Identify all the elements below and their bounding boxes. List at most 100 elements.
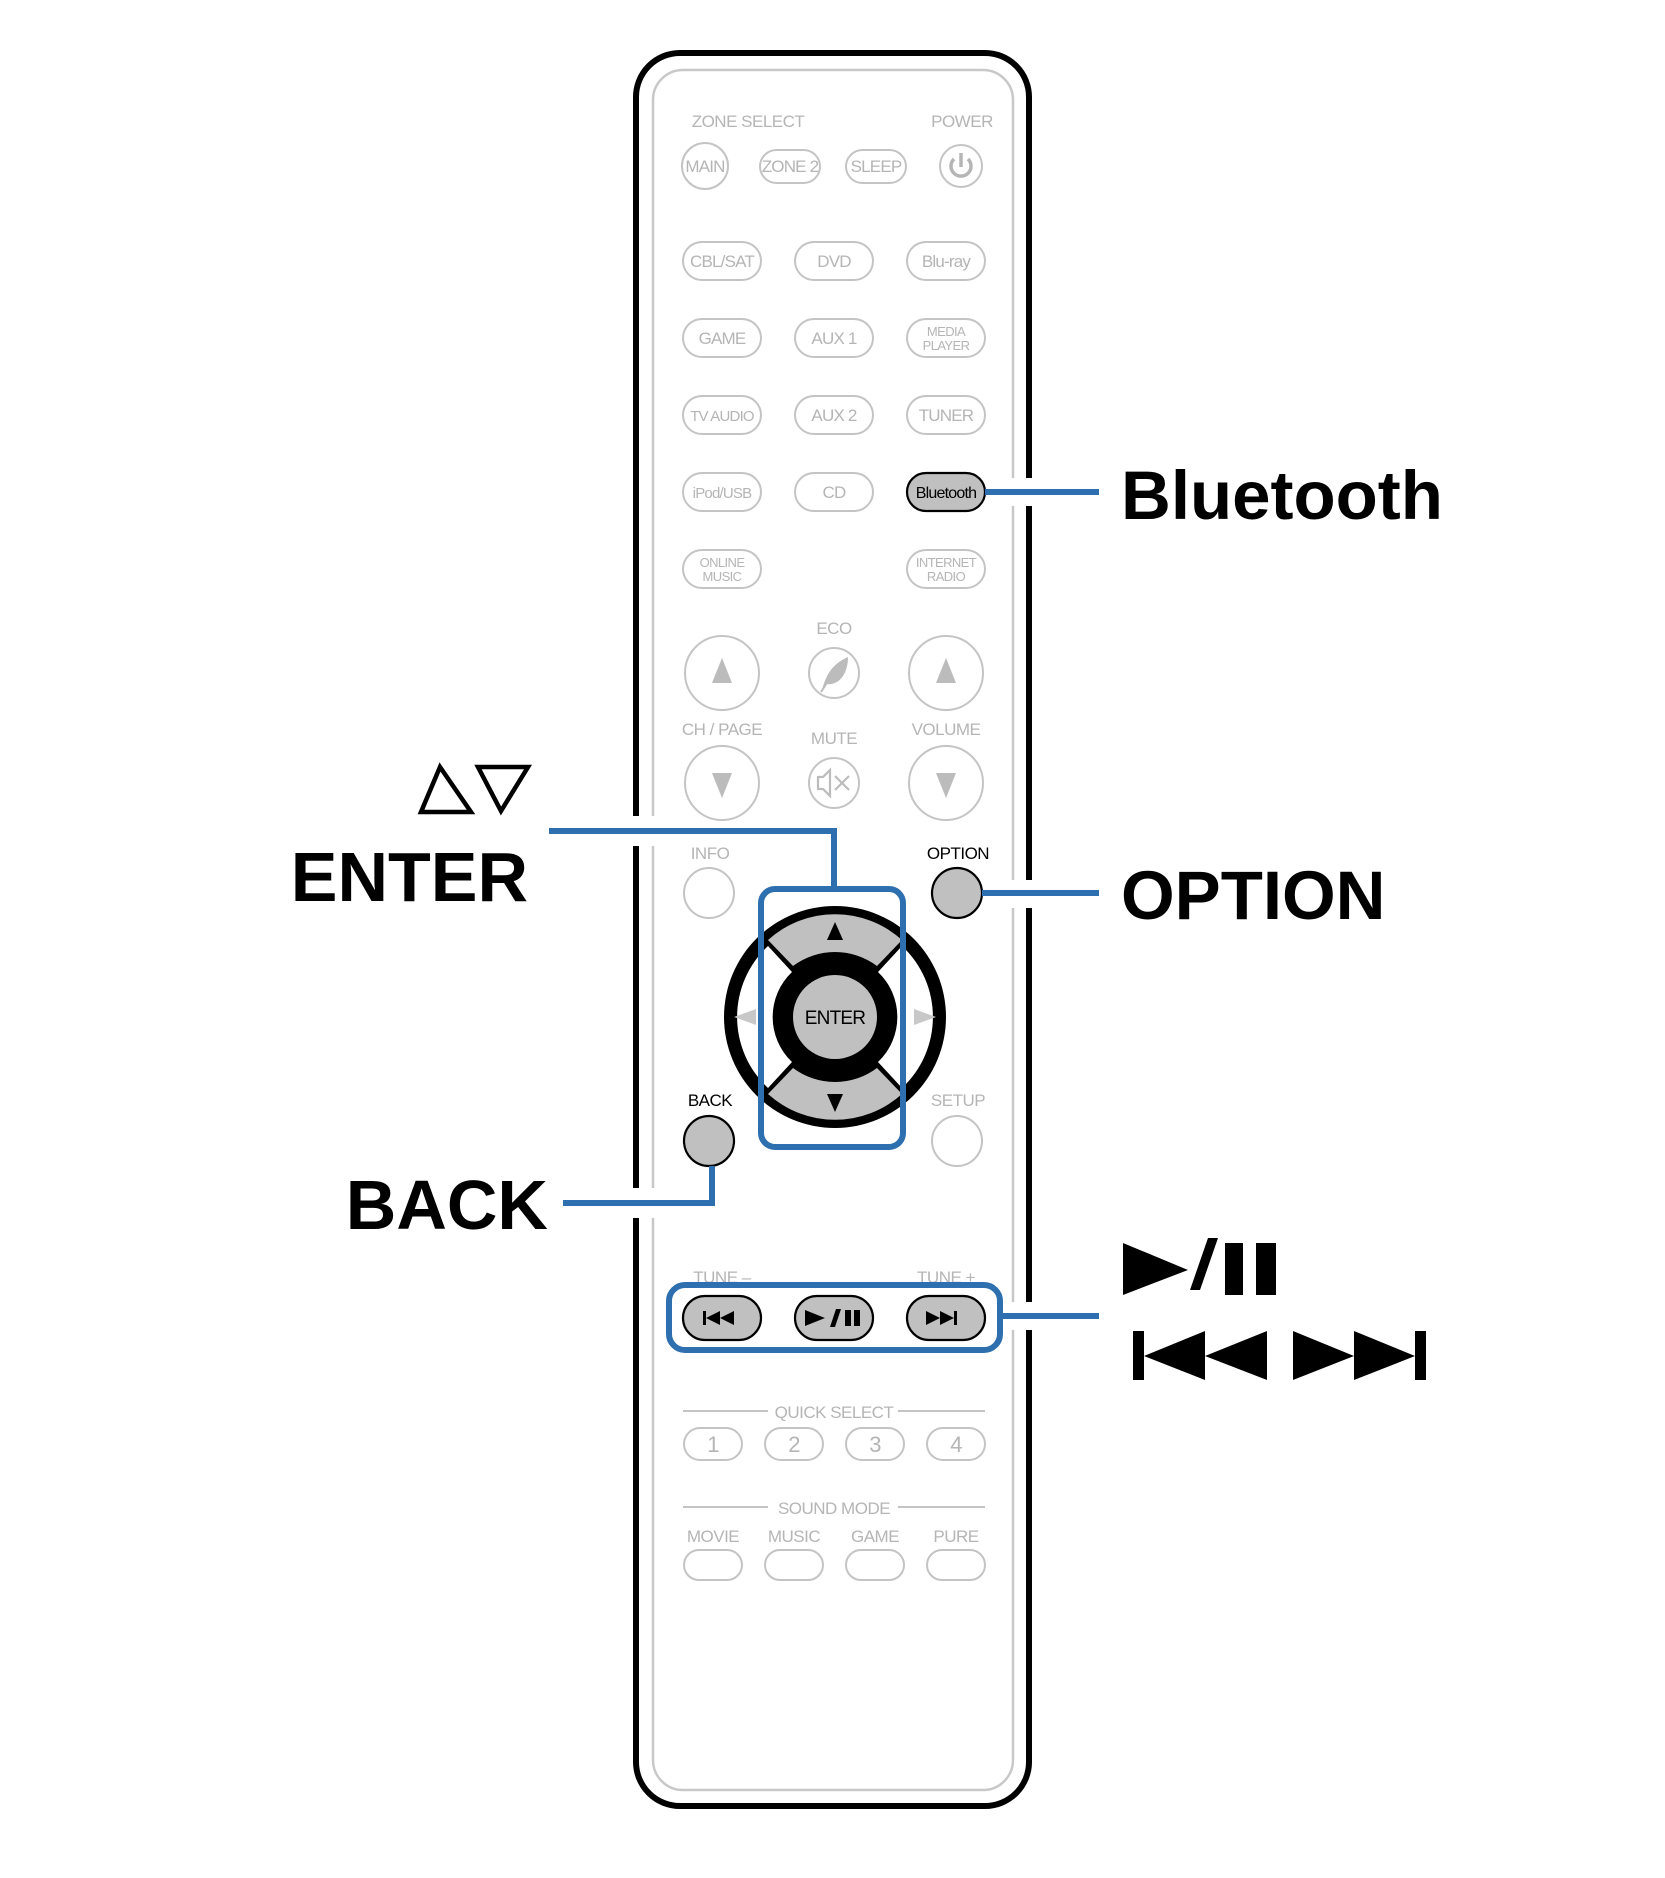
sleep-button[interactable]: SLEEP (845, 149, 907, 184)
sound-mode-movie-button[interactable] (683, 1549, 743, 1581)
option-button[interactable] (930, 866, 984, 920)
cd-button[interactable]: CD (794, 472, 874, 512)
button-label: TUNER (919, 406, 974, 425)
power-button[interactable] (939, 144, 983, 188)
aux-1-button[interactable]: AUX 1 (794, 318, 874, 358)
ipod-usb-button[interactable]: iPod/USB (682, 472, 762, 512)
button-label: 3 (869, 1432, 881, 1457)
info-label: INFO (691, 844, 730, 863)
quick-select-2-button[interactable]: 2 (764, 1427, 824, 1461)
down-arrow-icon (827, 1094, 843, 1112)
volume-down-button[interactable] (908, 745, 984, 821)
sound-mode-label: SOUND MODE (778, 1499, 890, 1518)
button-label: MEDIA (927, 324, 966, 339)
ch-page-down-button[interactable] (684, 745, 760, 821)
ch-page-label: CH / PAGE (682, 720, 762, 739)
previous-track-button[interactable] (681, 1294, 763, 1342)
eco-button[interactable] (808, 647, 860, 699)
mute-label: MUTE (811, 729, 857, 748)
quick-select-buttons: 1 2 3 4 (683, 1427, 986, 1461)
button-label: CD (823, 483, 846, 502)
sound-mode-music-button[interactable] (764, 1549, 824, 1581)
zone2-button[interactable]: ZONE 2 (759, 149, 821, 184)
quick-select-label: QUICK SELECT (775, 1403, 894, 1422)
up-arrow-icon (827, 922, 843, 940)
play-pause-button[interactable] (793, 1294, 875, 1342)
button-label: GAME (699, 329, 746, 348)
svg-text:SLEEP: SLEEP (851, 157, 902, 176)
main-button[interactable]: MAIN (681, 142, 729, 190)
dpad-down-button[interactable] (768, 1068, 902, 1120)
button-label: MUSIC (703, 569, 742, 584)
play-pause-callout-icon (1123, 1238, 1276, 1295)
remote-inner-border (651, 68, 1015, 1792)
volume-up-button[interactable] (908, 635, 984, 711)
button-label: RADIO (927, 569, 966, 584)
ch-page-up-button[interactable] (684, 635, 760, 711)
skip-callout-icon (1133, 1331, 1426, 1380)
up-arrow-icon (712, 658, 732, 683)
up-arrow-icon (936, 658, 956, 683)
sound-mode-game-button[interactable] (845, 1549, 905, 1581)
dpad: ENTER (724, 906, 946, 1128)
button-label: AUX 2 (811, 406, 856, 425)
tuner-button[interactable]: TUNER (906, 395, 986, 435)
blu-ray-button[interactable]: Blu-ray (906, 241, 986, 281)
button-label: ONLINE (700, 555, 746, 570)
svg-text:ZONE 2: ZONE 2 (762, 157, 819, 176)
button-label: INTERNET (916, 555, 977, 570)
button-label: 2 (788, 1432, 800, 1457)
game-button[interactable]: GAME (682, 318, 762, 358)
power-icon (949, 153, 973, 178)
button-label: PLAYER (923, 338, 970, 353)
quick-select-3-button[interactable]: 3 (845, 1427, 905, 1461)
button-label: DVD (817, 252, 851, 271)
down-arrow-icon (936, 773, 956, 798)
info-button[interactable] (683, 867, 735, 919)
enter-callout: ENTER (291, 838, 528, 916)
dpad-up-button[interactable] (768, 914, 902, 966)
up-down-arrows-callout (417, 762, 533, 816)
svg-text:MAIN: MAIN (685, 157, 724, 176)
mute-button[interactable] (808, 757, 860, 809)
tv-audio-button[interactable]: TV AUDIO (682, 395, 762, 435)
next-track-button[interactable] (905, 1294, 987, 1342)
aux-2-button[interactable]: AUX 2 (794, 395, 874, 435)
back-callout-line (563, 1166, 715, 1206)
bluetooth-button[interactable]: Bluetooth (905, 471, 987, 513)
back-button[interactable] (682, 1114, 736, 1168)
option-callout: OPTION (1121, 857, 1386, 934)
svg-text:ENTER: ENTER (805, 1008, 865, 1029)
down-arrow-icon (712, 773, 732, 798)
enter-callout-line (549, 828, 837, 889)
setup-button[interactable] (931, 1115, 983, 1167)
enter-button[interactable]: ENTER (793, 975, 877, 1059)
setup-label: SETUP (931, 1091, 985, 1110)
button-label: 1 (707, 1432, 719, 1457)
sound-mode-music-label: MUSIC (768, 1527, 821, 1546)
button-label: iPod/USB (693, 485, 752, 502)
dpad-left-button[interactable] (737, 946, 792, 1088)
mute-icon (816, 767, 850, 799)
cbl-sat-button[interactable]: CBL/SAT (682, 241, 762, 281)
sound-mode-pure-button[interactable] (926, 1549, 986, 1581)
dvd-button[interactable]: DVD (794, 241, 874, 281)
eco-label: ECO (816, 619, 852, 638)
right-arrow-icon (914, 1009, 936, 1025)
quick-select-4-button[interactable]: 4 (926, 1427, 986, 1461)
quick-select-1-button[interactable]: 1 (683, 1427, 743, 1461)
button-label: TV AUDIO (690, 408, 754, 425)
sound-mode-movie-label: MOVIE (687, 1527, 739, 1546)
next-track-icon (926, 1311, 957, 1325)
button-label: CBL/SAT (690, 252, 754, 271)
sound-mode-game-label: GAME (851, 1527, 899, 1546)
button-label: 4 (950, 1432, 962, 1457)
zone-select-label: ZONE SELECT (692, 112, 805, 131)
button-label: AUX 1 (811, 329, 856, 348)
